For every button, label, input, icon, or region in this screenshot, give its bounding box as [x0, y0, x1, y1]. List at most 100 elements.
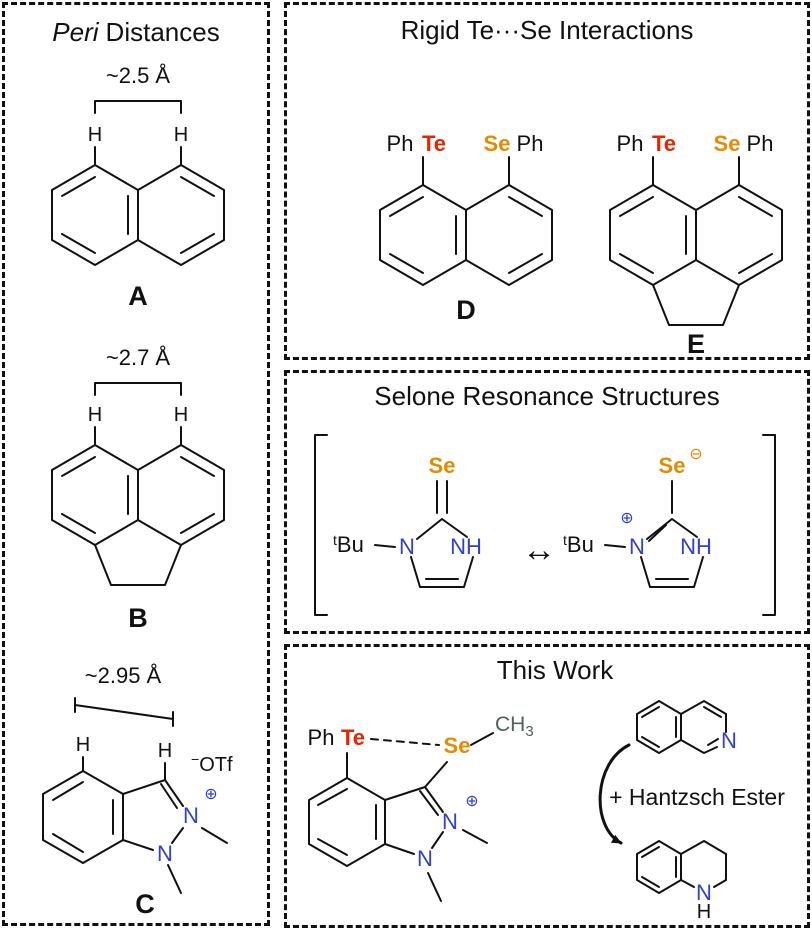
distance-label-b: ~2.7 Å — [106, 345, 171, 370]
n-methyl-bonds — [427, 829, 488, 902]
n-methyl-bonds — [167, 827, 228, 894]
structure-label-c: C — [135, 889, 155, 919]
cn-double-bond — [648, 524, 667, 542]
structure-label-d: D — [456, 295, 476, 325]
methyl-subscript: 3 — [525, 723, 533, 740]
h-atom-label: H — [158, 740, 172, 762]
double-bonds — [61, 176, 215, 254]
benzene-ring-bonds — [42, 770, 124, 864]
tbu-group-label: tBu — [563, 532, 594, 557]
benzene-ring-bonds — [308, 777, 386, 867]
nh-atom-label: NH — [450, 534, 482, 559]
structure-c-indazolium: ~2.95 Å H H −OTf N ⊕ N C — [42, 663, 233, 919]
ch-bonds — [94, 426, 182, 446]
n2-atom-label: N — [442, 809, 458, 834]
h-atom-label: H — [88, 404, 102, 426]
bridge-bonds — [94, 544, 182, 586]
structure-label-a: A — [128, 281, 148, 311]
double-bonds — [61, 456, 215, 534]
tbu-text: Bu — [567, 532, 594, 557]
triflate-minus: − — [191, 751, 199, 767]
panel-title-peri-rest: Distances — [106, 17, 220, 47]
structure-a-naphthalene: ~2.5 Å H H A — [51, 63, 225, 311]
pyrazole-ring-bonds — [122, 779, 184, 851]
ph-atom-label: Ph — [387, 131, 414, 156]
triflate-counterion-label: −OTf — [191, 751, 233, 776]
this-work-panel: This Work Ph Te Se CH3 N ⊕ N — [284, 644, 810, 928]
h-atom-label: H — [88, 124, 102, 146]
h-atom-label: H — [174, 404, 188, 426]
rigid-interactions-panel: Rigid Te···Se Interactions Ph Te Se Ph D… — [284, 2, 810, 360]
structure-e-acenaphthene-tese: Ph Te Se Ph E — [609, 131, 783, 357]
panel-title-selone: Selone Resonance Structures — [374, 381, 719, 411]
ring-bonds — [51, 444, 225, 546]
tbu-superscript: t — [333, 532, 337, 548]
benzo-ring-bonds — [636, 700, 682, 754]
resonance-arrow: ↔ — [522, 531, 556, 569]
minus-charge: ⊖ — [689, 446, 702, 463]
tbu-n-bond — [374, 544, 396, 548]
substituent-bonds — [422, 156, 510, 186]
benzene-double-bonds — [52, 781, 114, 853]
ring-bonds — [609, 184, 783, 286]
benzene-double-bonds — [317, 788, 377, 856]
te-atom-label: Te — [652, 131, 676, 156]
h-atom-label: H — [76, 734, 90, 756]
double-bonds — [641, 846, 677, 888]
n2-atom-label: N — [183, 803, 199, 828]
cn-double-bond — [160, 783, 178, 809]
cse-double-bond — [436, 480, 448, 514]
selone-structures-canvas: Selone Resonance Structures Se N NH tBu … — [314, 381, 776, 616]
te-se-dashed-interaction — [370, 738, 440, 746]
distance-label-a: ~2.5 Å — [106, 63, 171, 88]
tbu-superscript: t — [563, 532, 567, 548]
selone-resonance-panel: Selone Resonance Structures Se N NH tBu … — [284, 370, 810, 634]
structure-d-naphthalene-tese: Ph Te Se Ph D — [379, 131, 553, 325]
ring-bonds — [410, 518, 474, 588]
se-atom-label: Se — [484, 131, 511, 156]
n1-atom-label: N — [157, 841, 173, 866]
tbu-group-label: tBu — [333, 532, 364, 557]
n-atom-label: N — [696, 880, 712, 905]
tbu-n-bond — [604, 544, 626, 548]
methyl-ch: CH — [495, 713, 525, 736]
reaction-arrow — [598, 743, 631, 845]
n-atom-label: N — [629, 534, 645, 559]
triflate-text: OTf — [199, 754, 233, 776]
te-atom-label: Te — [422, 131, 446, 156]
ring-bonds — [640, 518, 704, 588]
ch-bonds — [94, 146, 182, 166]
plus-charge: ⊕ — [204, 786, 217, 803]
cn-double-bond — [419, 790, 439, 816]
hantzsch-ester-text: + Hantzsch Ester — [609, 784, 785, 810]
substituent-bonds — [652, 156, 740, 186]
structure-b-acenaphthene: ~2.7 Å H H B — [51, 345, 225, 633]
nh-atom-label: NH — [680, 534, 712, 559]
ph-atom-label: Ph — [308, 725, 335, 750]
tetrahydroquinoline-structure: N H — [636, 840, 727, 923]
plus-charge: ⊕ — [620, 510, 633, 527]
panel-title-thiswork: This Work — [497, 655, 615, 685]
ph-atom-label: Ph — [517, 131, 544, 156]
bridge-bonds — [652, 284, 740, 326]
double-bonds — [389, 196, 543, 274]
rigid-structures-canvas: Rigid Te···Se Interactions Ph Te Se Ph D… — [379, 15, 783, 357]
ring-bonds — [51, 164, 225, 266]
se-atom-label: Se — [444, 733, 471, 758]
distance-line-c — [74, 697, 174, 727]
pyrazole-ring-bonds — [384, 786, 444, 855]
plus-charge: ⊕ — [465, 793, 478, 810]
distance-label-c: ~2.95 Å — [85, 663, 162, 688]
selone-structure-right: Se ⊖ N ⊕ NH tBu — [563, 446, 712, 588]
right-bracket — [762, 434, 776, 616]
thiswork-structures-canvas: This Work Ph Te Se CH3 N ⊕ N — [308, 655, 786, 923]
se-atom-label: Se — [659, 453, 686, 478]
tbu-text: Bu — [337, 532, 364, 557]
double-bonds — [619, 196, 773, 274]
ch-bonds — [82, 756, 166, 781]
saturated-ring-bonds — [680, 840, 727, 888]
se-atom-label: Se — [714, 131, 741, 156]
thiswork-indazolium-structure: Ph Te Se CH3 N ⊕ N — [308, 713, 534, 902]
panel-title-peri-italic: Peri — [52, 17, 99, 47]
